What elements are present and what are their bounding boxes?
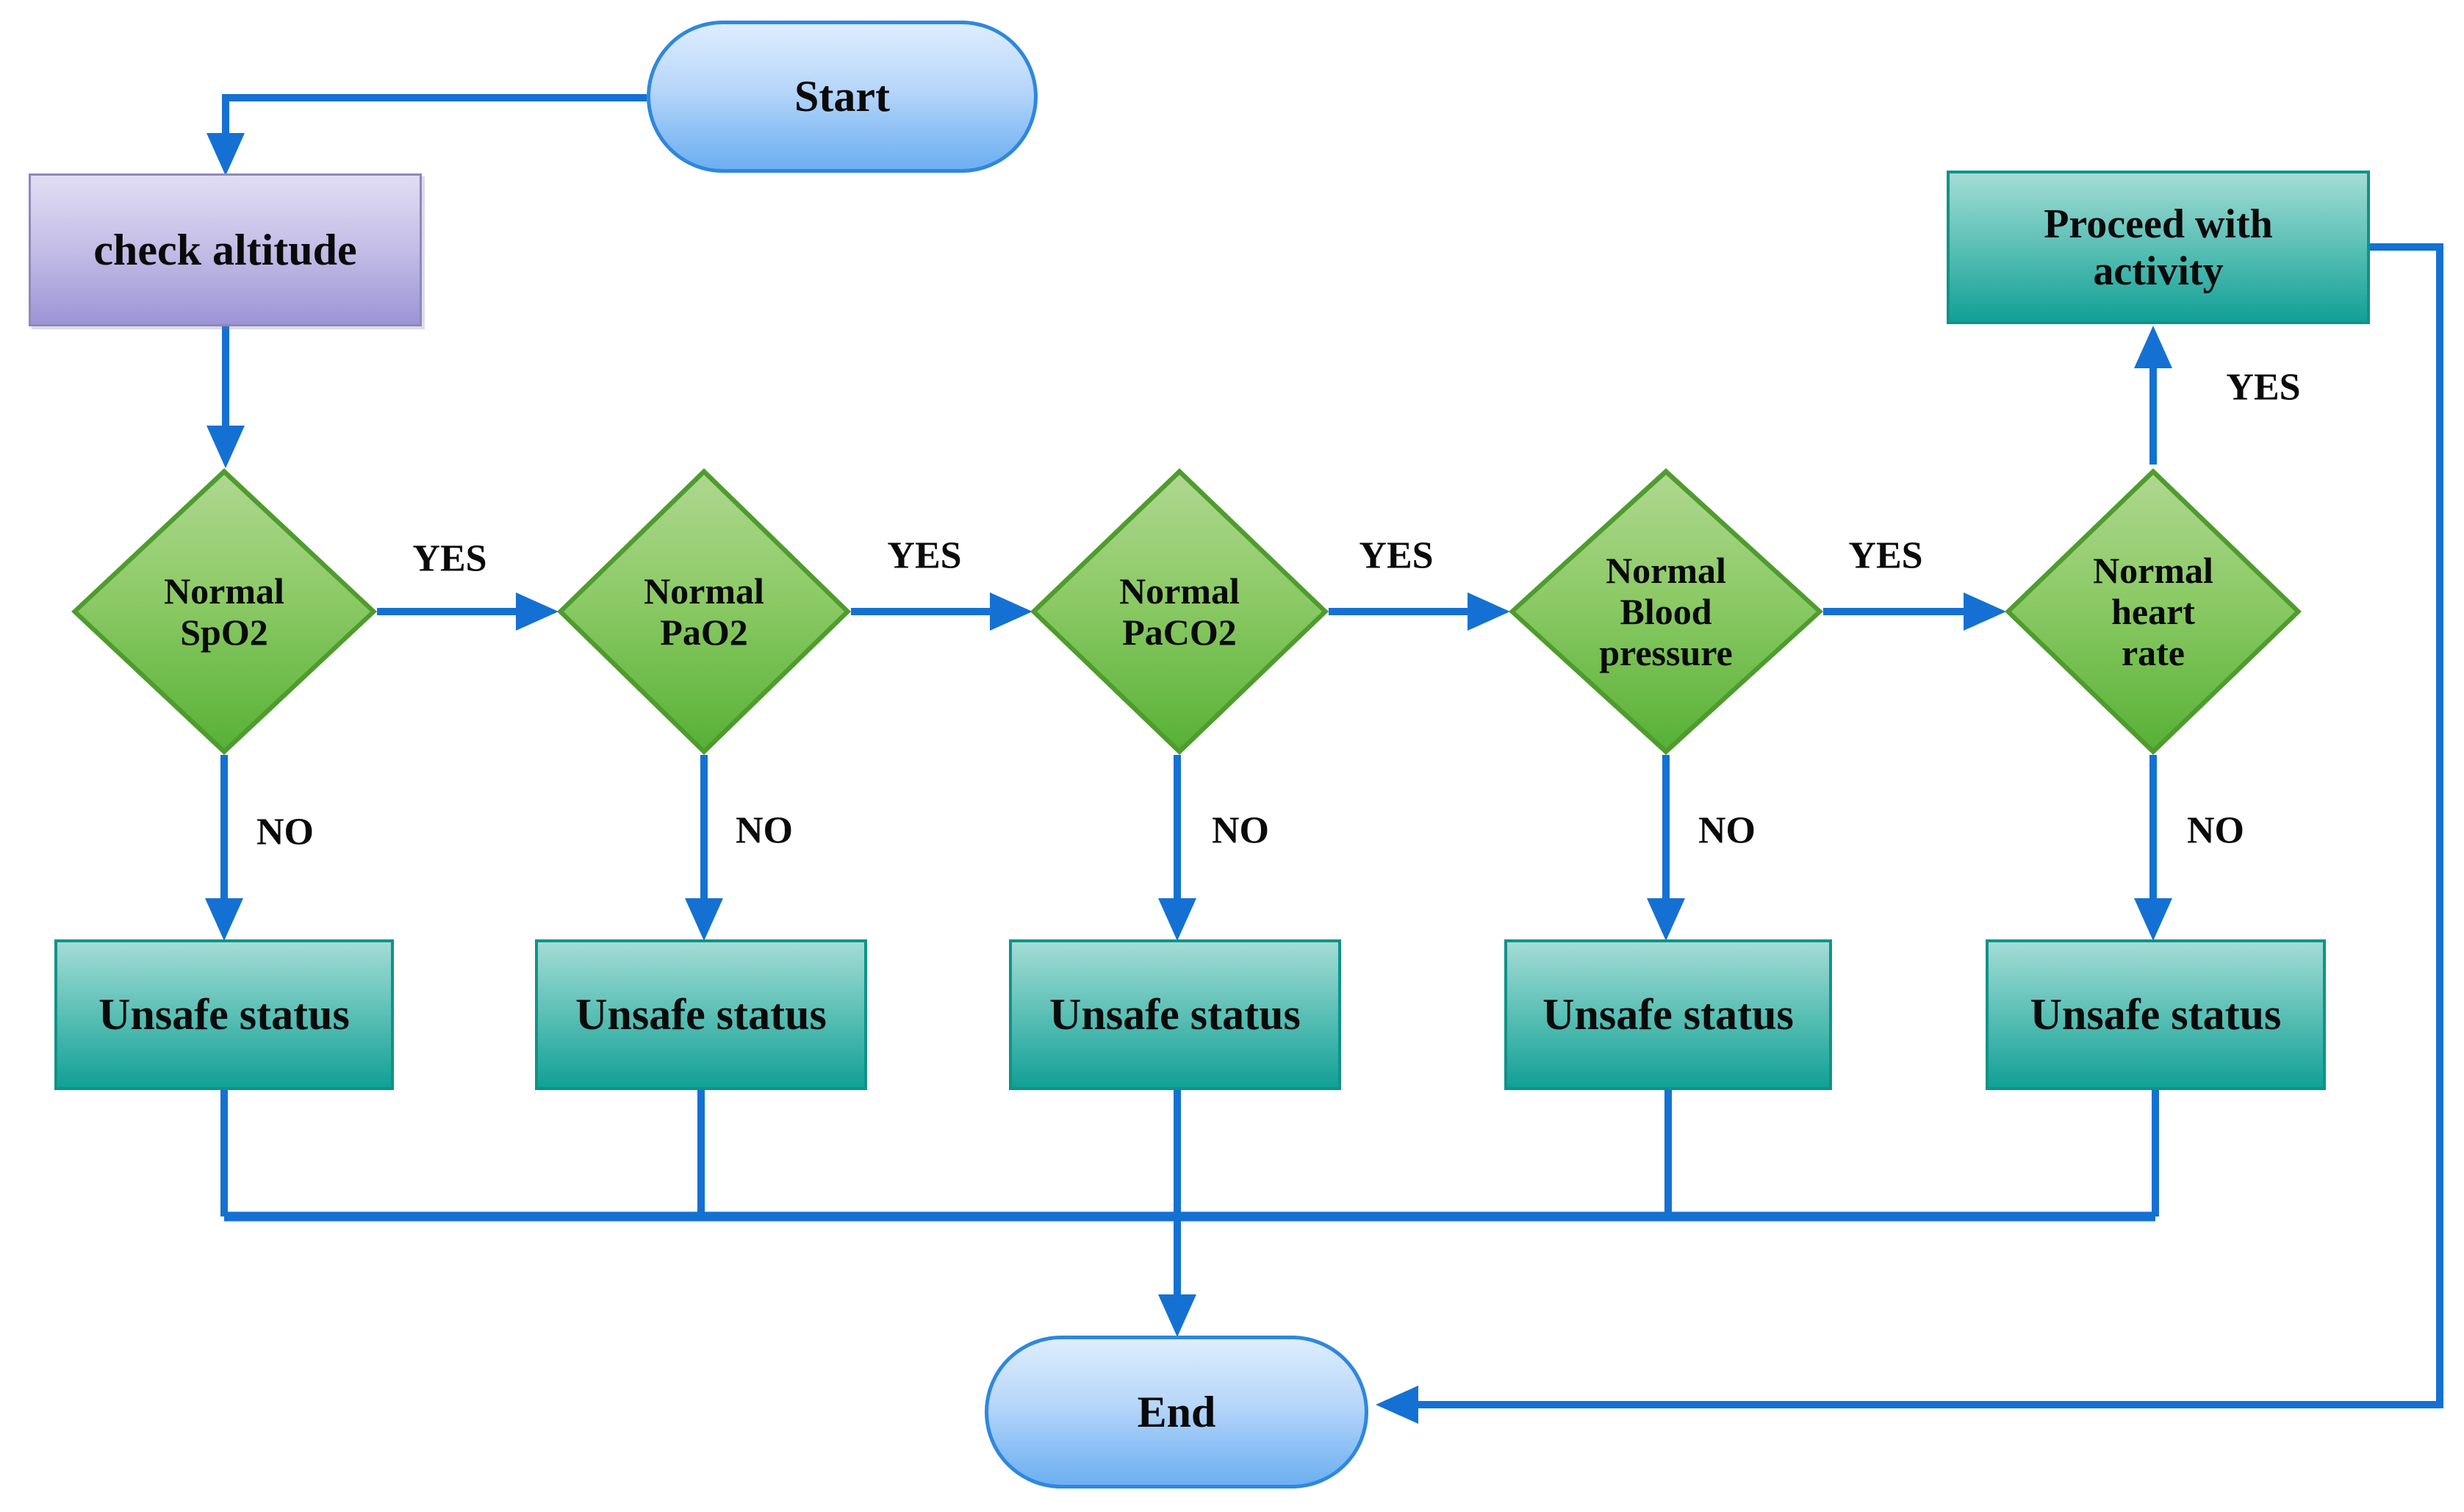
no-label-pao2: NO [736,809,793,852]
decision-blood-pressure-node: Normal Blood pressure [1509,468,1823,755]
decision-blood-pressure-label: Normal Blood pressure [1599,550,1733,673]
arrowhead-into-end-top [1158,1294,1196,1337]
arrowhead-into-pao2 [516,592,558,631]
yes-label-pao2: YES [887,534,962,577]
no-label-heart-rate: NO [2187,809,2244,852]
start-label: Start [794,72,890,121]
arrowhead-into-spo2 [206,426,245,468]
unsafe-status-label: Unsafe status [575,990,827,1039]
unsafe-status-blood-pressure-node: Unsafe status [1504,939,1832,1090]
decision-spo2-node: Normal SpO2 [71,468,377,755]
arrowhead-into-blood-pressure [1468,592,1510,631]
unsafe-status-label: Unsafe status [98,990,350,1039]
arrowhead-into-unsafe3 [1158,898,1196,941]
end-label: End [1137,1387,1216,1436]
unsafe-status-paco2-node: Unsafe status [1009,939,1341,1090]
arrowhead-into-paco2 [990,592,1032,631]
unsafe-status-label: Unsafe status [1049,990,1301,1039]
arrowhead-into-unsafe4 [1647,898,1685,941]
arrowhead-into-unsafe1 [205,898,243,941]
yes-label-spo2: YES [412,537,487,580]
arrowhead-into-unsafe2 [685,898,723,941]
no-label-paco2: NO [1212,809,1269,852]
decision-paco2-node: Normal PaCO2 [1030,468,1329,755]
arrowhead-into-heart-rate [1964,592,2006,631]
decision-heart-rate-label: Normal heart rate [2093,550,2213,673]
unsafe-status-spo2-node: Unsafe status [54,939,394,1090]
no-label-blood-pressure: NO [1698,809,1756,852]
proceed-with-activity-label: Proceed with activity [2044,201,2273,294]
proceed-with-activity-node: Proceed with activity [1947,171,2370,324]
edge-proceed-to-end [1418,243,2443,1408]
decision-heart-rate-node: Normal heart rate [2005,468,2302,755]
arrowhead-into-check-altitude [206,133,245,176]
yes-label-heart-rate: YES [2226,366,2301,409]
end-node: End [985,1336,1368,1488]
yes-label-blood-pressure: YES [1848,534,1923,577]
decision-pao2-label: Normal PaO2 [644,570,764,653]
start-node: Start [647,21,1038,173]
unsafe-status-label: Unsafe status [2030,990,2282,1039]
check-altitude-node: check altitude [29,173,422,326]
yes-label-paco2: YES [1359,534,1434,577]
decision-paco2-label: Normal PaCO2 [1119,570,1240,653]
unsafe-status-pao2-node: Unsafe status [535,939,867,1090]
arrowhead-into-proceed [2134,326,2172,368]
decision-spo2-label: Normal SpO2 [164,570,284,653]
unsafe-status-label: Unsafe status [1542,990,1794,1039]
arrowhead-into-end-right [1376,1386,1418,1424]
decision-pao2-node: Normal PaO2 [557,468,851,755]
check-altitude-label: check altitude [93,225,357,274]
arrowhead-into-unsafe5 [2134,898,2172,941]
unsafe-status-heart-rate-node: Unsafe status [1986,939,2326,1090]
no-label-spo2: NO [256,811,314,853]
edge-start-to-check-altitude [222,94,647,133]
